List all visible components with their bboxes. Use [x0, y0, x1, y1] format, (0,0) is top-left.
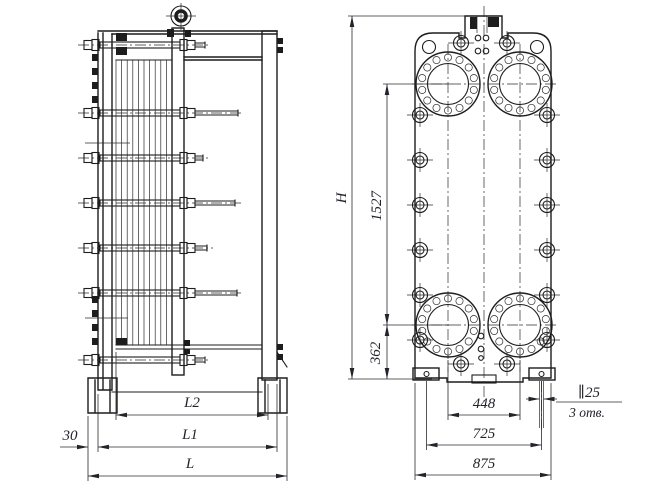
tie-bolts [78, 38, 244, 367]
tie-bolt [78, 353, 211, 367]
tie-bolt [78, 196, 241, 210]
dim-label-H: H [334, 191, 350, 204]
dim-label-L1: L1 [181, 427, 198, 443]
guide-bar [111, 344, 263, 393]
hole-count-label: 3 отв. [568, 405, 605, 420]
hole-diameter-label: ∥25 [578, 384, 600, 401]
centerlines [412, 6, 556, 402]
fixed-frame-plate [92, 32, 113, 391]
dim-label-1527: 1527 [369, 190, 385, 222]
dim-label-L: L [185, 456, 194, 472]
plate-pack [85, 33, 173, 345]
tie-bolt [78, 106, 244, 120]
carrying-bar [97, 30, 278, 61]
dim-label-foot-offset: 30 [62, 428, 79, 444]
alignment-holes [474, 34, 490, 361]
foot-mounting-hole [538, 370, 545, 378]
side-view: L2 L1 L 30 [60, 3, 288, 481]
frame-plate-outline [414, 15, 552, 384]
tie-bolt [78, 286, 243, 300]
dim-label-362: 362 [368, 341, 384, 365]
top-corner-hole [421, 39, 437, 55]
dim-label-875: 875 [473, 456, 496, 472]
dim-label-448: 448 [473, 396, 496, 412]
front-view: H 1527 362 448 725 875 ∥25 3 отв. [334, 6, 622, 480]
pressure-plate [171, 27, 190, 376]
front-view-feet [412, 367, 556, 381]
clamp-bolts [406, 30, 561, 377]
front-view-dimensions: H 1527 362 448 725 875 [334, 15, 552, 480]
tie-bolt [78, 241, 213, 255]
side-view-feet [87, 377, 288, 414]
foot-mounting-hole [423, 370, 430, 378]
hole-callout: ∥25 3 отв. [526, 381, 622, 432]
tie-bolt [78, 38, 211, 52]
lifting-eye-icon [166, 3, 196, 37]
top-corner-hole [529, 39, 545, 55]
dim-label-725: 725 [473, 426, 496, 442]
support-column [261, 30, 288, 381]
dim-label-L2: L2 [183, 395, 200, 411]
side-view-dimensions: L2 L1 L 30 [60, 352, 288, 481]
tie-bolt [78, 151, 209, 165]
